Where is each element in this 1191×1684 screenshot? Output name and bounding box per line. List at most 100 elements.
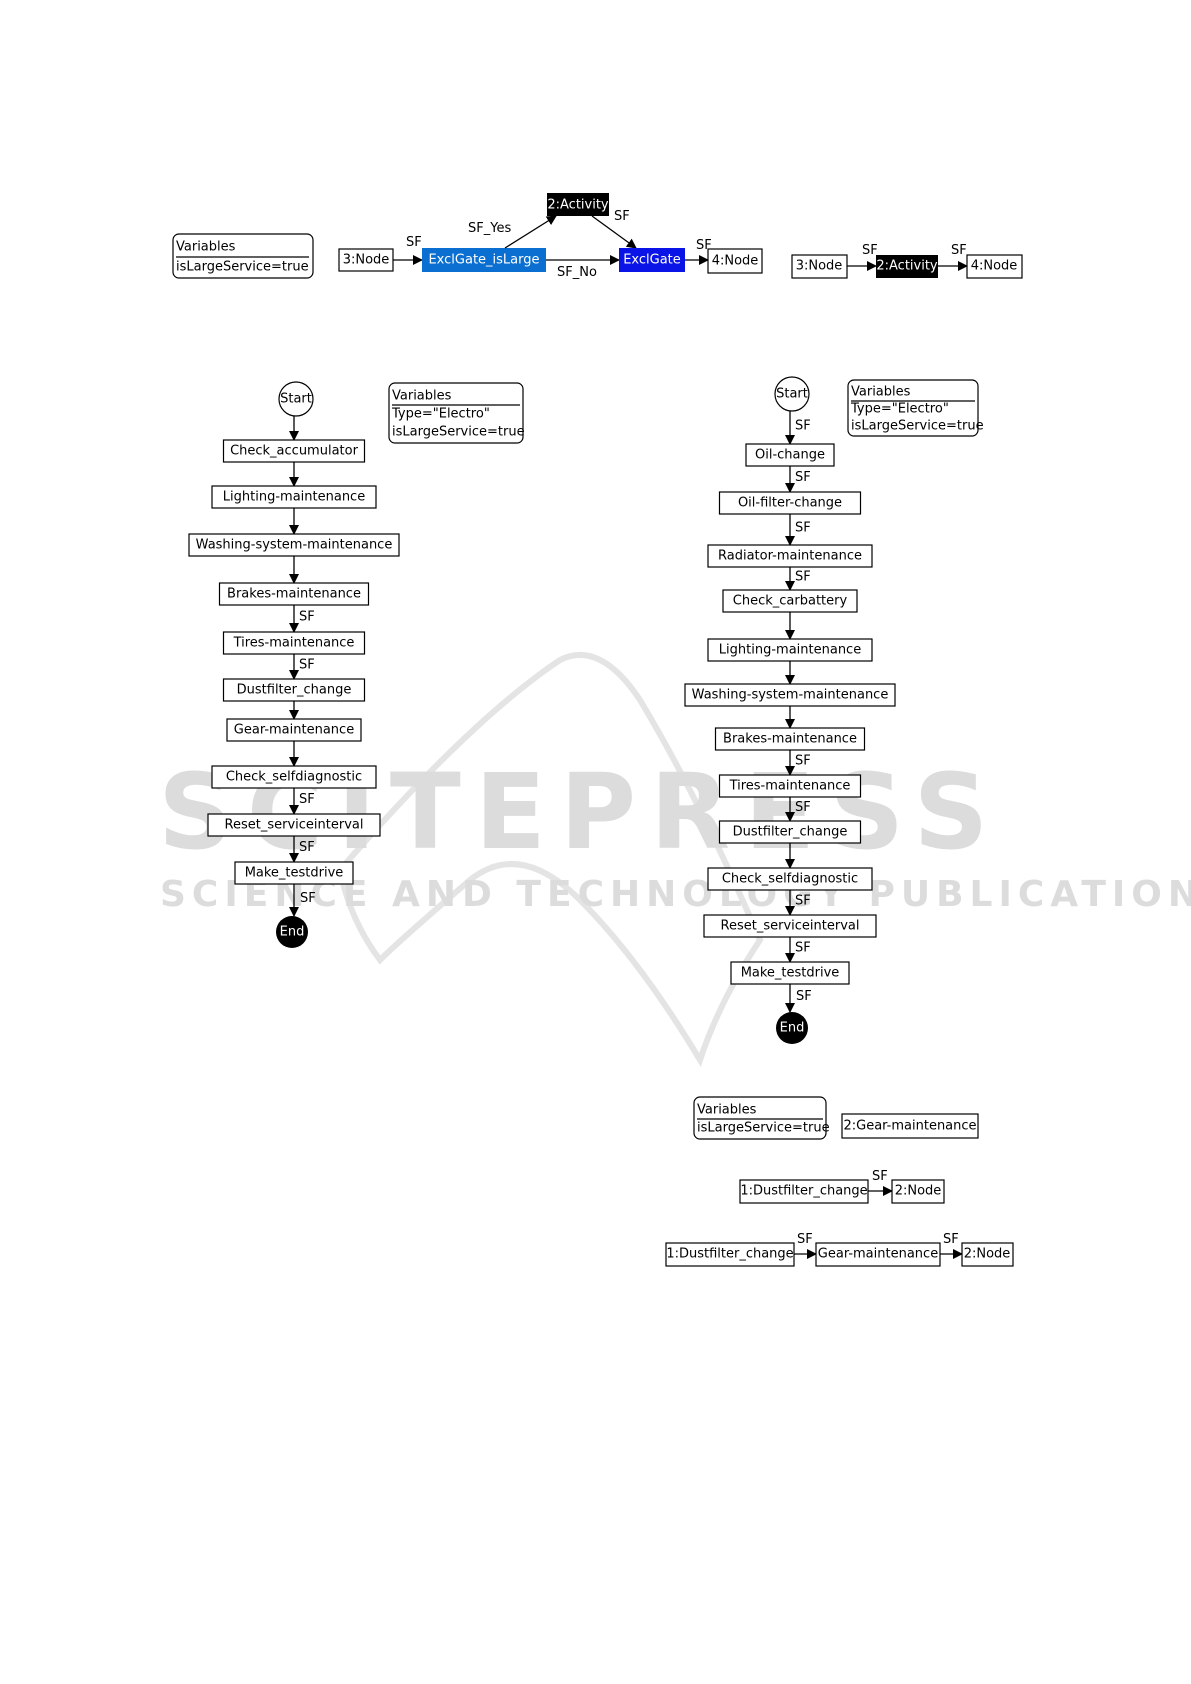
dustfilter-node-label: 1:Dustfilter_change: [740, 1184, 867, 1199]
start-event-label: Start: [776, 387, 808, 402]
step-label: Oil-change: [755, 448, 825, 463]
edge-label-sf: SF: [406, 235, 422, 250]
node-4: [707, 248, 763, 274]
node-3-label: 3:Node: [796, 259, 843, 274]
edge-label-sf: SF: [795, 754, 811, 769]
dustfilter-node-label: 1:Dustfilter_change: [666, 1247, 793, 1262]
activity-node-label: 2:Activity: [876, 259, 938, 274]
step-label: Tires-maintenance: [233, 636, 355, 651]
left-process: Variables Type="Electro" isLargeService=…: [188, 381, 525, 948]
edge-label-sf: SF: [299, 658, 315, 673]
step-label: Make_testdrive: [245, 866, 344, 881]
edge-label-sf: SF: [299, 792, 315, 807]
step-label: Radiator-maintenance: [718, 549, 862, 564]
variables-box: [693, 1096, 827, 1140]
node-4: [966, 254, 1023, 279]
edge-label-sf-yes: SF_Yes: [468, 221, 511, 236]
step-label: Reset_serviceinterval: [225, 818, 364, 833]
activity-node: [547, 193, 609, 216]
edge-label-sf: SF: [299, 610, 315, 625]
step-label: Check_selfdiagnostic: [226, 770, 362, 785]
gear-maintenance-node-label: 2:Gear-maintenance: [843, 1119, 976, 1134]
edge-label-sf: SF: [797, 1232, 813, 1247]
step-label: Washing-system-maintenance: [692, 688, 889, 703]
excl-gate-split: [422, 248, 546, 272]
node-2: [891, 1179, 945, 1204]
gear-maintenance-node: [841, 1113, 979, 1139]
step-list: Check_accumulatorLighting-maintenanceWas…: [188, 416, 400, 917]
edge-label-sf: SF: [614, 209, 630, 224]
step-label: Make_testdrive: [741, 966, 840, 981]
start-event: [278, 381, 314, 417]
edge-label-sf: SF: [300, 891, 316, 906]
step-label: Tires-maintenance: [729, 779, 851, 794]
step-label: Brakes-maintenance: [227, 587, 361, 602]
edge-label-sf: SF: [299, 840, 315, 855]
step-label: Washing-system-maintenance: [196, 538, 393, 553]
step-label: Check_accumulator: [230, 444, 359, 459]
edge-label-sf: SF: [795, 521, 811, 536]
step-label: Brakes-maintenance: [723, 732, 857, 747]
start-event-label: Start: [280, 392, 312, 407]
variable-entry: isLargeService=true: [176, 260, 309, 275]
step-label: Lighting-maintenance: [719, 643, 861, 658]
variables-header: Variables: [392, 389, 452, 404]
node-4-label: 4:Node: [712, 254, 759, 269]
excl-gate-join: [619, 248, 685, 272]
variables-header: Variables: [176, 240, 236, 255]
variables-box: [847, 379, 979, 437]
step-list: SFOil-changeSFOil-filter-changeSFRadiato…: [684, 411, 896, 1013]
edge-label-sf: SF: [862, 243, 878, 258]
edge-label-sf: SF: [795, 570, 811, 585]
variables-box: [388, 382, 524, 444]
step-label: Oil-filter-change: [738, 496, 842, 511]
top-left-diagram: Variables isLargeService=true 3:Node SF …: [172, 193, 763, 280]
variables-header: Variables: [851, 385, 911, 400]
start-event: [774, 376, 810, 412]
variable-entry: isLargeService=true: [392, 425, 525, 440]
step-label: Gear-maintenance: [234, 723, 354, 738]
watermark: SCITEPRESS SCIENCE AND TECHNOLOGY PUBLIC…: [158, 652, 1191, 1068]
top-right-diagram: 3:Node SF 2:Activity SF 4:Node: [791, 243, 1023, 279]
edge-label-sf: SF: [943, 1232, 959, 1247]
end-event: [776, 1012, 808, 1044]
variable-entry: isLargeService=true: [851, 419, 984, 434]
step-label: Dustfilter_change: [237, 683, 352, 698]
activity-node: [876, 255, 938, 278]
right-process: Variables Type="Electro" isLargeService=…: [684, 376, 984, 1044]
edge-label-sf: SF: [951, 243, 967, 258]
edge-label-sf: SF: [872, 1169, 888, 1184]
step-label: Lighting-maintenance: [223, 490, 365, 505]
step-label: Check_carbattery: [733, 594, 848, 609]
watermark-book-shape: [336, 652, 764, 1068]
node-2-label: 2:Node: [964, 1247, 1011, 1262]
edge-label-sf: SF: [795, 470, 811, 485]
variables-header: Variables: [697, 1103, 757, 1118]
end-event-label: End: [280, 925, 305, 940]
excl-gate-split-label: ExclGate_isLarge: [428, 253, 539, 268]
end-event: [276, 916, 308, 948]
bottom-right-diagram: Variables isLargeService=true 2:Gear-mai…: [665, 1096, 1014, 1267]
variable-entry: Type="Electro": [850, 402, 949, 417]
edge-label-sf: SF: [796, 989, 812, 1004]
variables-box: [172, 233, 314, 279]
node-2-label: 2:Node: [895, 1184, 942, 1199]
step-label: Check_selfdiagnostic: [722, 872, 858, 887]
node-3-label: 3:Node: [343, 253, 390, 268]
node-2: [961, 1242, 1014, 1267]
gear-maintenance-node-label: Gear-maintenance: [818, 1247, 938, 1262]
variable-entry: isLargeService=true: [697, 1121, 830, 1136]
activity-node-label: 2:Activity: [547, 198, 609, 213]
step-label: Reset_serviceinterval: [721, 919, 860, 934]
excl-gate-join-label: ExclGate: [623, 253, 681, 268]
variable-entry: Type="Electro": [391, 407, 490, 422]
edge-label-sf: SF: [795, 941, 811, 956]
edge-label-sf: SF: [795, 800, 811, 815]
node-4-label: 4:Node: [971, 259, 1018, 274]
edge-label-sf: SF: [795, 894, 811, 909]
edge-label-sf: SF: [795, 419, 811, 434]
end-event-label: End: [780, 1021, 805, 1036]
step-label: Dustfilter_change: [733, 825, 848, 840]
edge-label-sf-no: SF_No: [557, 265, 597, 280]
